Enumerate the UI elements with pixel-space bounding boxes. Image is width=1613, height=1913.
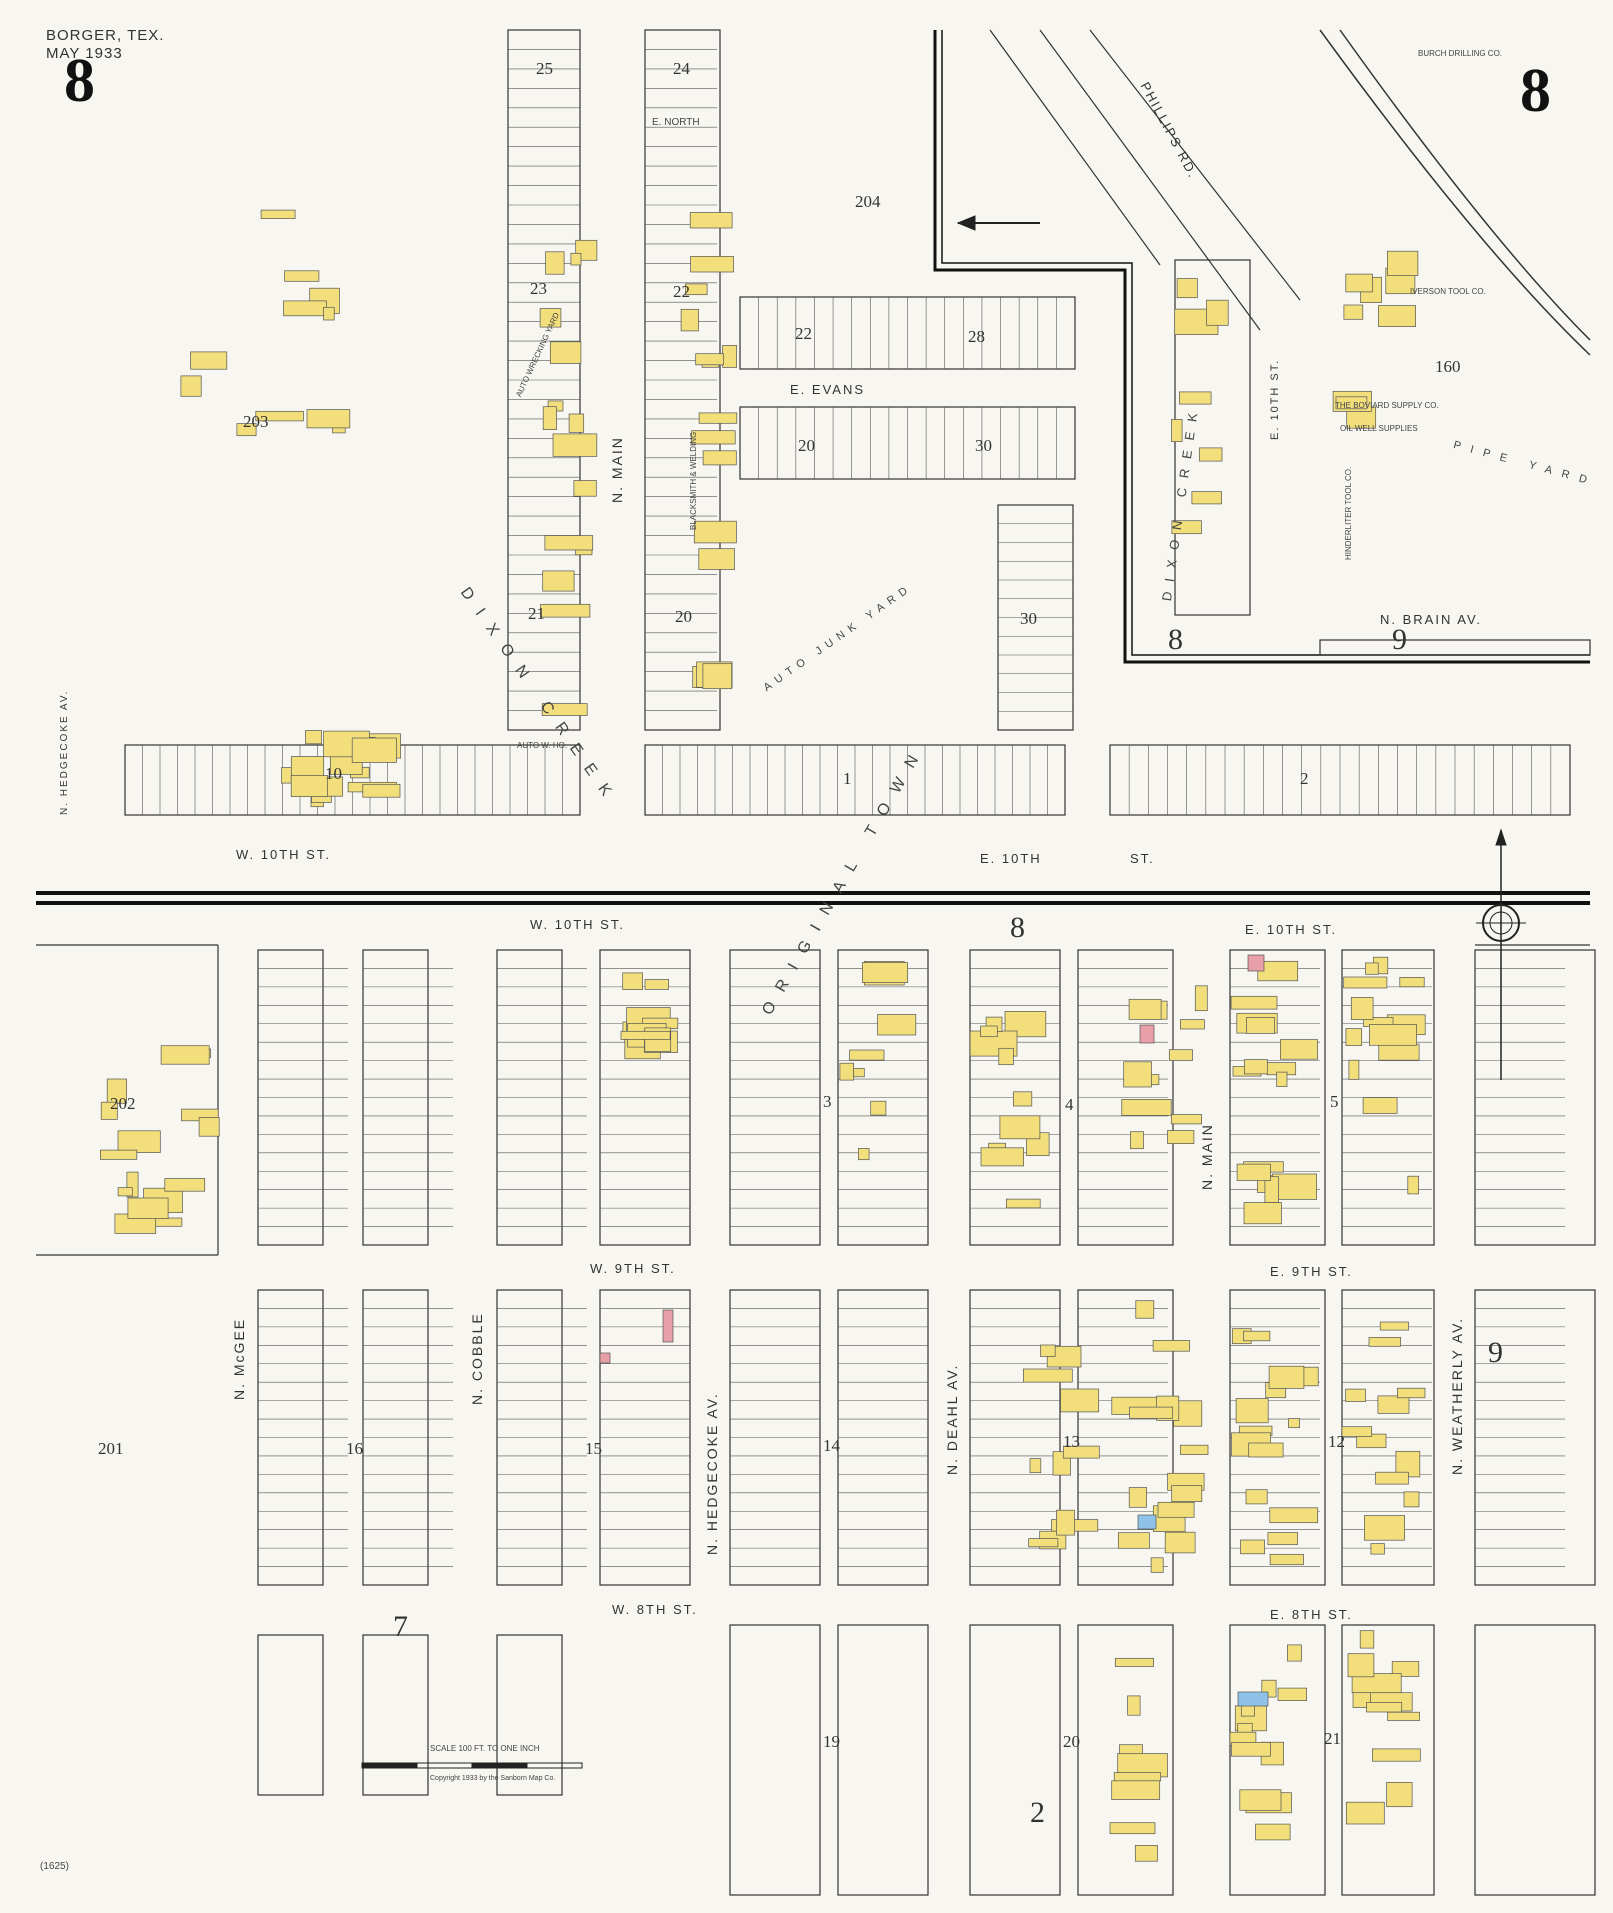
railroad <box>36 891 1590 905</box>
phillips-road <box>989 29 1301 331</box>
street-n-brain: N. BRAIN AV. <box>1380 612 1483 627</box>
street-n-deahl: N. DEAHL AV. <box>944 1363 960 1475</box>
block-19: 19 <box>823 1732 840 1751</box>
street-e10-st: ST. <box>1130 851 1155 866</box>
label-hinderliter: HINDERLITER TOOL CO. <box>1344 466 1353 560</box>
block-22: 22 <box>673 282 690 301</box>
block-203: 203 <box>243 412 269 431</box>
block-25: 25 <box>536 59 553 78</box>
block-1: 1 <box>843 769 852 788</box>
sheet-number-left: 8 <box>64 47 95 115</box>
block-12: 12 <box>1328 1432 1345 1451</box>
block-4: 4 <box>1065 1095 1074 1114</box>
scale-bar <box>361 1762 583 1769</box>
block-14: 14 <box>823 1436 840 1455</box>
block-20: 20 <box>675 607 692 626</box>
block-160: 160 <box>1435 357 1461 376</box>
block-30b: 30 <box>1020 609 1037 628</box>
street-n-hedgecoke: N. HEDGECOKE AV. <box>704 1392 720 1555</box>
street-e9: E. 9TH ST. <box>1270 1264 1353 1279</box>
street-n-weatherly: N. WEATHERLY AV. <box>1449 1316 1465 1475</box>
block-204: 204 <box>855 192 881 211</box>
concrete-buildings <box>1137 1514 1269 1707</box>
block-5: 5 <box>1330 1092 1339 1111</box>
sheet-number-right: 8 <box>1520 57 1551 125</box>
block-16: 16 <box>346 1439 363 1458</box>
street-n-main-north: N. MAIN <box>609 436 625 503</box>
key-sheet-8b: 8 <box>1168 623 1183 656</box>
scale-label: SCALE 100 FT. TO ONE INCH <box>430 1744 540 1753</box>
date-label: MAY 1933 <box>46 45 123 62</box>
key-sheet-9: 9 <box>1488 1336 1503 1369</box>
buildings <box>100 209 1426 1862</box>
label-blacksmith: BLACKSMITH & WELDING <box>689 431 698 530</box>
block-201: 201 <box>98 1439 124 1458</box>
block-22b: 22 <box>795 324 812 343</box>
key-sheet-8a: 8 <box>1010 911 1025 944</box>
street-n-hedgecoke-vertical: N. HEDGECOKE AV. <box>59 689 70 815</box>
block-30: 30 <box>975 436 992 455</box>
sheet-boundary-line <box>933 30 1590 664</box>
label-oil-well-supplies: OIL WELL SUPPLIES <box>1340 424 1418 433</box>
key-sheet-7: 7 <box>393 1610 408 1643</box>
city-label: BORGER, TEX. <box>46 27 165 44</box>
block-15: 15 <box>585 1439 602 1458</box>
block-2: 2 <box>1300 769 1309 788</box>
street-e-evans: E. EVANS <box>790 382 866 397</box>
street-e8: E. 8TH ST. <box>1270 1607 1353 1622</box>
street-e10: E. 10TH <box>980 851 1042 866</box>
compass-rose <box>1476 828 1526 1080</box>
street-n-mcgee: N. McGEE <box>231 1317 247 1400</box>
label-auto-w-ho: AUTO W. HO. <box>517 741 568 750</box>
street-e10-unpaved: E. 10TH ST. <box>1245 922 1338 937</box>
block-28: 28 <box>968 327 985 346</box>
copyright-label: Copyright 1933 by the Sanborn Map Co. <box>430 1775 556 1782</box>
street-n-main-south: N. MAIN <box>1199 1123 1215 1190</box>
street-w10-south: W. 10TH ST. <box>530 917 625 932</box>
block-23: 23 <box>530 279 547 298</box>
street-w9: W. 9TH ST. <box>590 1261 676 1276</box>
block-202: 202 <box>110 1094 136 1113</box>
label-iverson-tool: IVERSON TOOL CO. <box>1410 287 1486 296</box>
brick-buildings <box>599 954 1265 1364</box>
block-21: 21 <box>528 604 545 623</box>
street-w10-north: W. 10TH ST. <box>236 847 331 862</box>
rail-spur <box>1319 29 1591 356</box>
block-20b: 20 <box>798 436 815 455</box>
north-arrow <box>956 215 1040 231</box>
block-3: 3 <box>823 1092 832 1111</box>
street-n-cobble: N. COBBLE <box>469 1312 485 1405</box>
label-burch-drilling: BURCH DRILLING CO. <box>1418 49 1503 58</box>
lot-lines <box>142 49 1565 1567</box>
corner-reference: (1625) <box>40 1861 69 1872</box>
street-e10th-vertical: E. 10TH ST. <box>1269 358 1281 440</box>
label-boviard-supply: THE BOVIARD SUPPLY CO. <box>1335 401 1439 410</box>
street-w8: W. 8TH ST. <box>612 1602 698 1617</box>
key-sheet-9b: 9 <box>1392 623 1407 656</box>
block-10: 10 <box>325 764 342 783</box>
block-21b: 21 <box>1324 1729 1341 1748</box>
key-sheet-2: 2 <box>1030 1796 1045 1829</box>
block-24: 24 <box>673 59 690 78</box>
block-13: 13 <box>1063 1432 1080 1451</box>
block-20c: 20 <box>1063 1732 1080 1751</box>
street-e-north: E. NORTH <box>652 117 700 128</box>
